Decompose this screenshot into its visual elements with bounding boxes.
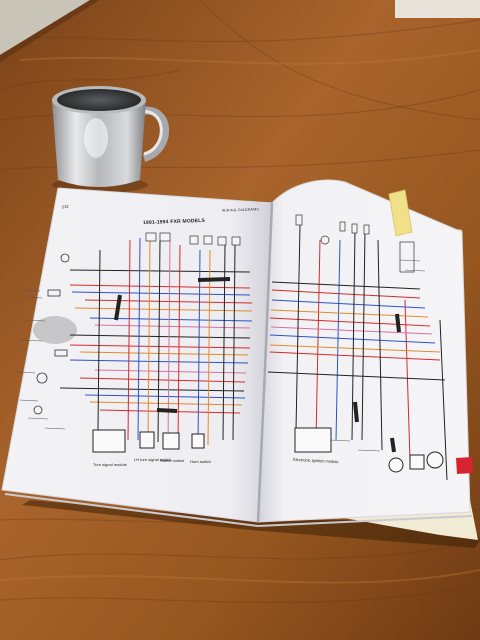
book-gutter (256, 202, 274, 523)
right-wiring-diagram (267, 214, 448, 481)
left-wiring-diagram (17, 232, 253, 453)
wall-corner (395, 0, 480, 18)
red-thumb-tab (456, 457, 473, 474)
book-shadow (22, 500, 480, 548)
shelf-shadow (0, 0, 100, 62)
page-stack-edges (4, 493, 473, 528)
sticky-note-icon (388, 189, 413, 237)
wood-highlights (0, 49, 480, 584)
page-smudge (33, 316, 77, 344)
